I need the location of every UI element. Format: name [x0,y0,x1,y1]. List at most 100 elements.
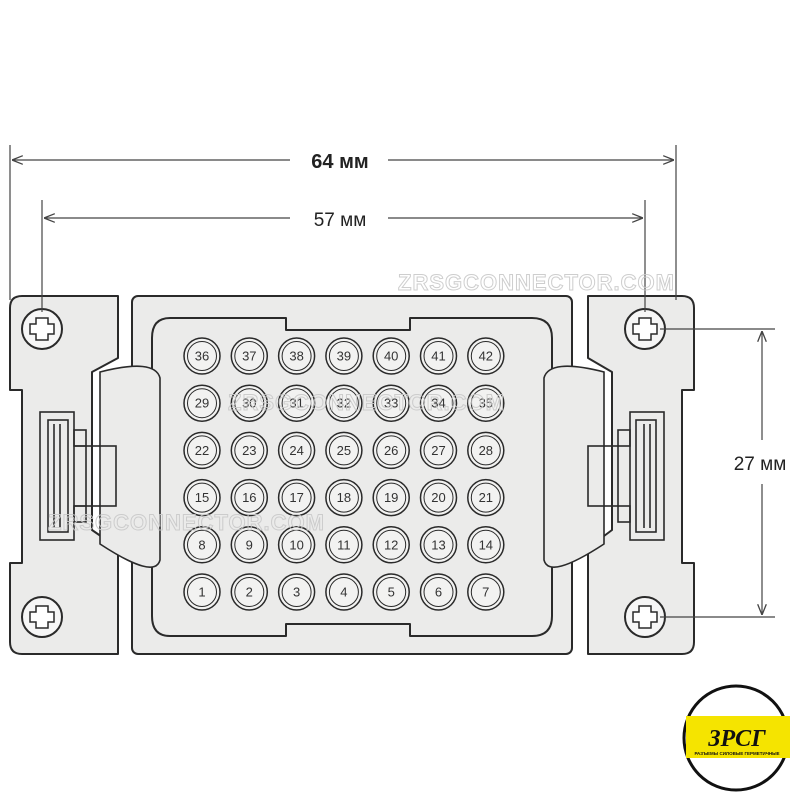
pin-label: 11 [337,537,351,552]
pin-42: 42 [467,337,505,375]
pin-27: 27 [419,431,458,470]
pin-label: 6 [435,585,442,600]
pin-12: 12 [372,526,410,564]
pin-41: 41 [419,337,458,375]
pin-38: 38 [277,337,316,375]
pin-label: 35 [479,396,493,411]
pin-label: 9 [246,537,253,552]
pin-label: 15 [195,490,209,505]
pin-26: 26 [372,431,410,470]
pin-label: 17 [289,490,303,505]
watermark-middle: ZRSGCONNECTOR.COM [228,390,505,415]
pin-label: 29 [195,396,209,411]
pin-20: 20 [419,478,458,517]
pin-label: 2 [246,585,253,600]
zrsg-logo: ЗРСГ РАЗЪЕМЫ СИЛОВЫЕ ГЕРМЕТИЧНЫЕ [682,684,790,792]
pin-29: 29 [183,384,221,422]
pin-30: 30 [230,384,269,422]
pin-label: 36 [195,349,209,364]
pin-9: 9 [230,526,269,564]
right-latch [543,365,665,568]
pin-32: 32 [325,384,363,422]
pin-label: 39 [337,349,351,364]
pin-label: 38 [289,349,303,364]
pin-label: 42 [479,349,493,364]
pin-label: 40 [384,349,398,364]
screw-bottom-left [21,596,63,638]
left-latch [39,365,161,568]
pin-34: 34 [419,384,458,422]
pin-33: 33 [372,384,410,422]
pin-28: 28 [467,431,505,470]
pin-label: 12 [384,537,398,552]
pin-37: 37 [230,337,269,375]
pin-10: 10 [277,526,316,564]
pin-label: 1 [198,585,205,600]
pin-label: 14 [479,537,493,552]
pin-label: 41 [431,349,445,364]
pin-label: 22 [195,443,209,458]
pin-23: 23 [230,431,269,470]
watermark-top: ZRSGCONNECTOR.COM [398,270,675,295]
dimension-overall [9,145,677,300]
pin-label: 21 [479,490,493,505]
pin-label: 16 [242,490,256,505]
screw-top-left [21,308,63,350]
pin-label: 4 [340,585,347,600]
pin-3: 3 [277,573,316,611]
pin-label: 34 [431,396,445,411]
watermark-left: ZRSGCONNECTOR.COM [48,510,325,535]
pin-label: 10 [289,537,303,552]
pin-16: 16 [230,478,269,517]
pin-21: 21 [467,478,505,517]
pin-label: 25 [337,443,351,458]
logo-tagline: РАЗЪЕМЫ СИЛОВЫЕ ГЕРМЕТИЧНЫЕ [694,751,779,756]
pin-4: 4 [325,573,363,611]
screw-top-right [624,308,666,350]
pin-label: 26 [384,443,398,458]
pin-19: 19 [372,478,410,517]
pin-label: 3 [293,585,300,600]
dimension-pin-span-label: 57 мм [314,210,367,231]
dimension-height [660,328,775,618]
pin-31: 31 [277,384,316,422]
pin-17: 17 [277,478,316,517]
pin-label: 7 [482,585,489,600]
pin-36: 36 [183,337,221,375]
pin-6: 6 [419,573,458,611]
pin-24: 24 [277,431,316,470]
pin-label: 23 [242,443,256,458]
pin-13: 13 [419,526,458,564]
pin-7: 7 [467,573,505,611]
pin-35: 35 [467,384,505,422]
pin-25: 25 [325,431,363,470]
pin-5: 5 [372,573,410,611]
pin-label: 31 [289,396,303,411]
dimension-overall-label: 64 мм [311,151,368,173]
pin-40: 40 [372,337,410,375]
dimension-height-label: 27 мм [734,454,787,475]
pin-14: 14 [467,526,505,564]
pin-label: 27 [431,443,445,458]
pin-11: 11 [325,526,363,564]
pin-label: 20 [431,490,445,505]
pin-22: 22 [183,431,221,470]
pin-label: 5 [388,585,395,600]
pin-label: 8 [198,537,205,552]
pin-label: 30 [242,396,256,411]
pin-39: 39 [325,337,363,375]
pin-label: 33 [384,396,398,411]
pin-15: 15 [183,478,221,517]
pin-2: 2 [230,573,269,611]
pin-18: 18 [325,478,363,517]
dimension-pin-span [41,200,646,312]
logo-mark: ЗРСГ [707,726,766,752]
pin-1: 1 [183,573,221,611]
pin-label: 37 [242,349,256,364]
pin-label: 24 [289,443,303,458]
pin-8: 8 [183,526,221,564]
pin-label: 28 [479,443,493,458]
pin-label: 19 [384,490,398,505]
